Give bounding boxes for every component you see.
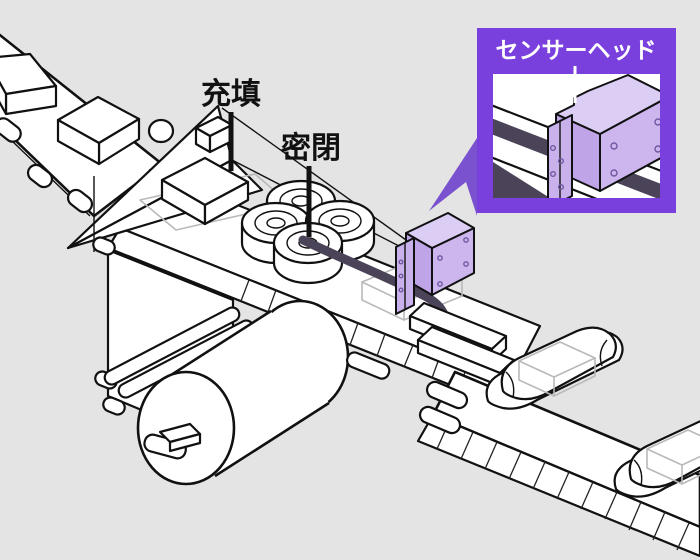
film-roll — [136, 299, 350, 486]
sensor-head — [395, 212, 475, 315]
bag-former — [66, 104, 431, 263]
under-roller — [26, 163, 54, 189]
guide-roller — [103, 306, 241, 386]
filling-label-text: 充填 — [201, 78, 261, 111]
under-roller — [0, 117, 22, 143]
product-box-entering — [160, 156, 250, 226]
under-roller — [66, 188, 94, 214]
end-seal-bars — [408, 301, 516, 388]
callout-illustration — [493, 74, 660, 198]
axle-key — [158, 422, 202, 453]
conveyor-slats — [436, 421, 690, 551]
web-roller — [102, 396, 126, 416]
product-box — [56, 95, 141, 166]
sensor-callout: センサーヘッド — [429, 28, 676, 216]
web-roller — [92, 236, 116, 256]
callout-tail — [429, 138, 477, 216]
sealing-label-text: 密閉 — [281, 131, 341, 165]
label-sealing: 密閉 — [281, 131, 341, 237]
output-conveyor — [416, 326, 700, 558]
machine-leg-roller — [345, 351, 391, 380]
label-filling: 充填 — [201, 78, 261, 171]
belt-end-roller — [147, 118, 175, 144]
conveyor-roller — [418, 405, 462, 435]
conveyor-roller — [425, 380, 469, 410]
incoming-conveyor — [0, 33, 175, 218]
callout-belt-corner — [493, 162, 550, 198]
callout-title: センサーヘッド — [496, 37, 657, 63]
sensor-head-zoomed — [547, 74, 660, 198]
product-box — [0, 52, 58, 116]
